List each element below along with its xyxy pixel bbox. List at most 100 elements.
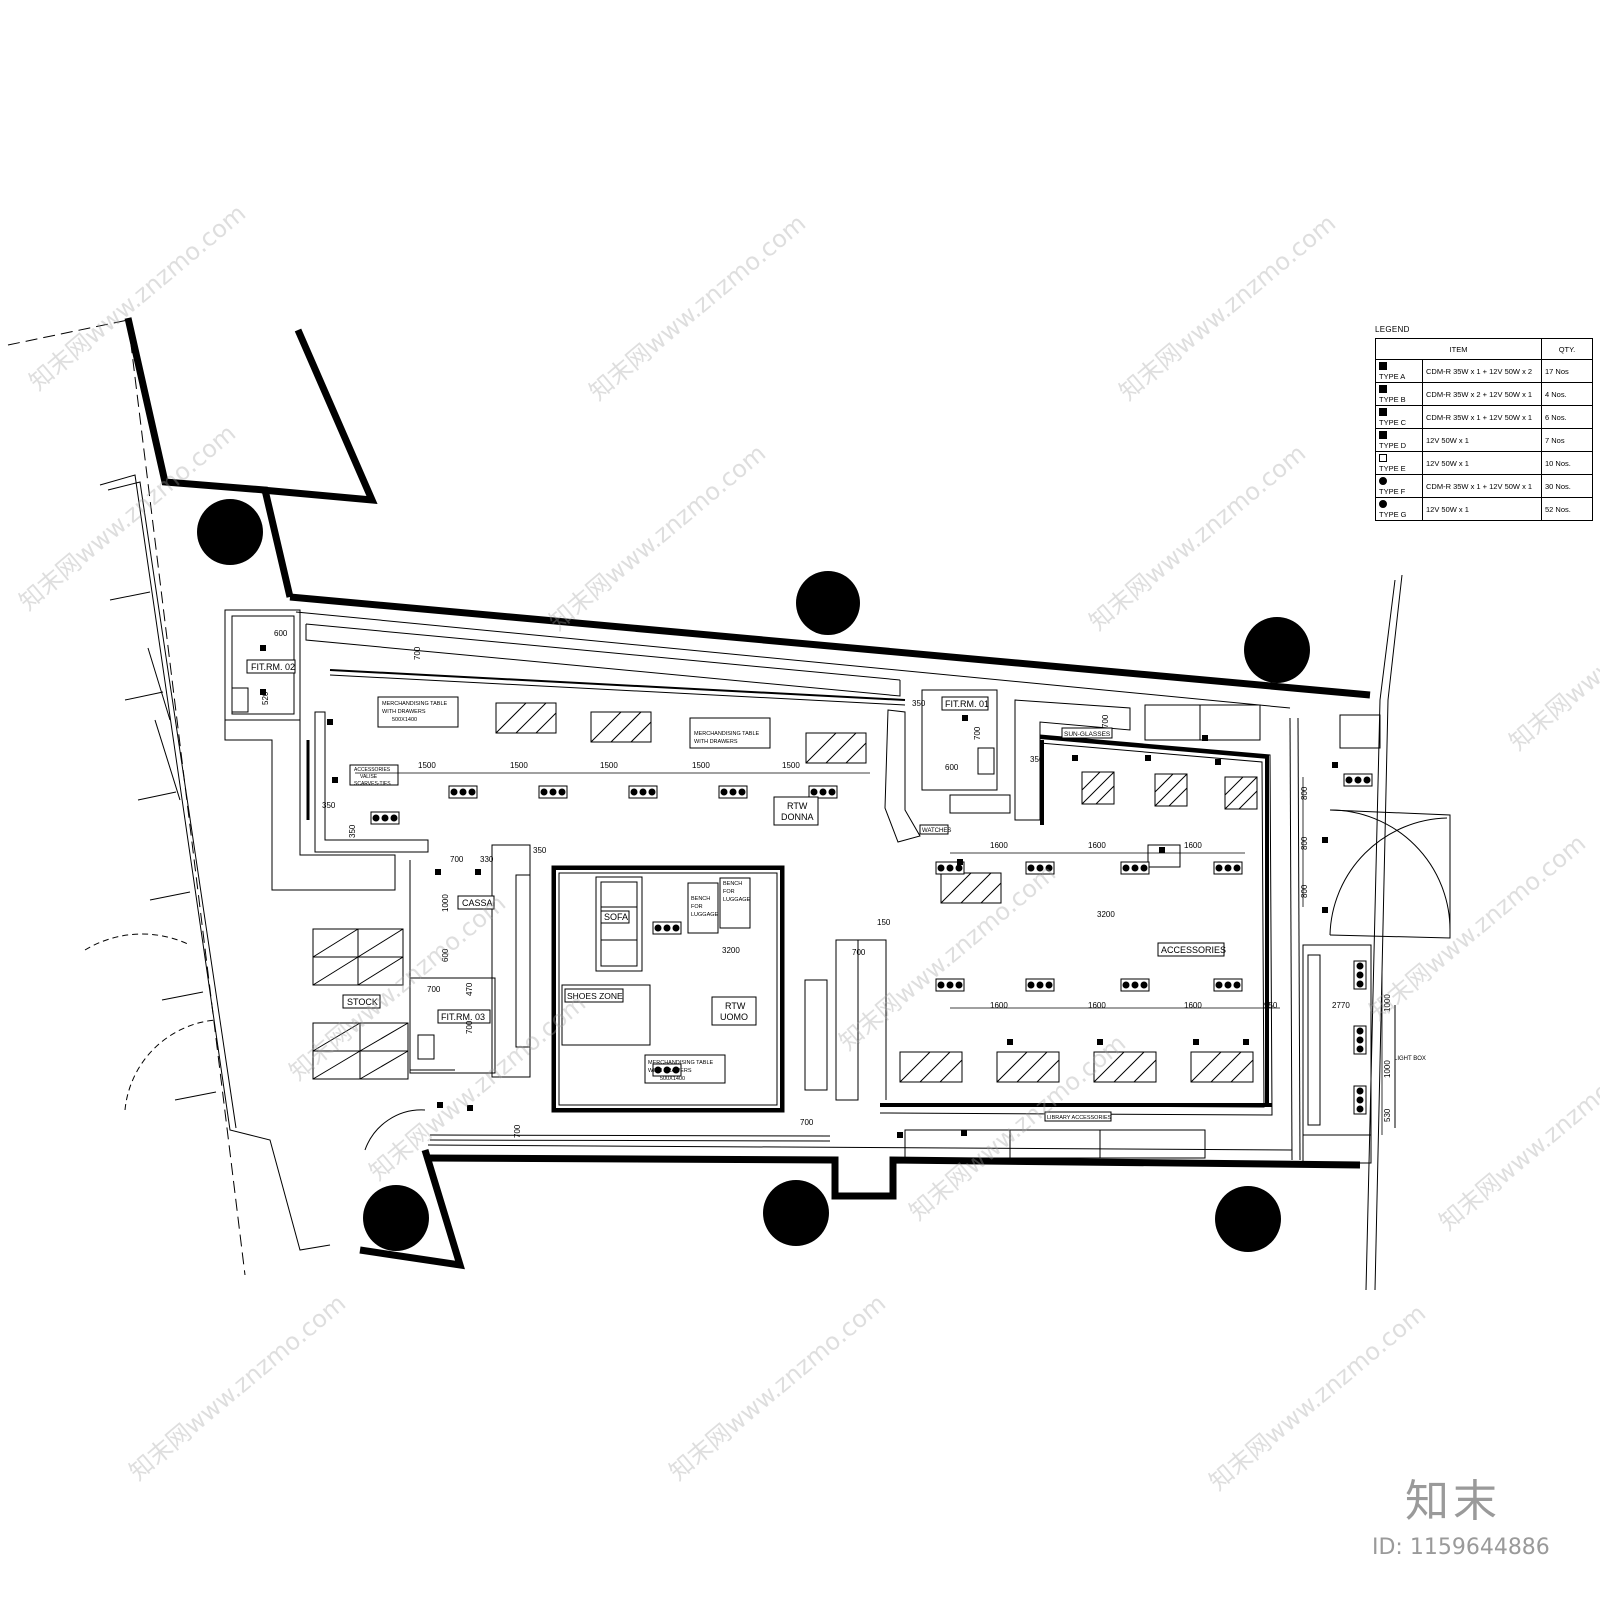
legend-type: TYPE C	[1375, 405, 1423, 429]
label-fit-rm-03: FIT.RM. 03	[441, 1012, 485, 1022]
fixture-type-a	[538, 785, 568, 799]
legend-type-label: TYPE C	[1379, 417, 1407, 427]
fixture-type-b	[1353, 1025, 1367, 1055]
sunglasses-counter	[1014, 699, 1131, 821]
column	[1215, 1186, 1281, 1252]
legend-type-label: TYPE B	[1379, 394, 1406, 404]
fixture-single	[1322, 907, 1328, 913]
dim-950: 950	[1264, 1001, 1278, 1010]
fitting-room-02-seat	[231, 687, 249, 713]
dim-1500-c: 1500	[600, 761, 618, 770]
interior-wall-top	[295, 611, 1291, 709]
exterior-wall-bottom	[424, 1154, 1361, 1200]
room-labels: FIT.RM. 02 FIT.RM. 01 FIT.RM. 03 CASSA S…	[246, 659, 1426, 1122]
exterior-wall-notch	[261, 328, 378, 505]
legend-type: TYPE D	[1375, 428, 1423, 452]
label-fit-rm-02: FIT.RM. 02	[251, 662, 295, 672]
accessories-table	[1154, 773, 1188, 807]
label-merch-table-c3: 500X1400	[660, 1076, 685, 1082]
label-merch-table-1: MERCHANDISING TABLE	[382, 701, 448, 707]
dim-600-c: 600	[441, 948, 450, 962]
fixture-single	[1145, 755, 1151, 761]
bottom-hanging-rail	[429, 1139, 831, 1142]
label-merch-table-2: WITH DRAWERS	[382, 709, 426, 715]
fixture-type-a	[935, 978, 965, 992]
dim-350-c: 350	[912, 699, 926, 708]
display-tables	[349, 696, 1258, 1084]
label-stock: STOCK	[347, 997, 378, 1007]
dim-700-f: 700	[465, 1020, 474, 1034]
dim-800-b: 800	[1300, 836, 1309, 850]
dim-700-c: 700	[1101, 714, 1110, 728]
entrance-block	[1302, 1134, 1372, 1164]
accessories-table	[495, 702, 557, 734]
fitting-room-03	[409, 977, 496, 1074]
dimension-lines	[355, 772, 1383, 1135]
fixture-symbol-icon	[1379, 476, 1387, 485]
shoes-zone-platform	[561, 984, 651, 1046]
lighting-fixtures	[260, 645, 1373, 1138]
exterior-wall-right-2	[1365, 579, 1396, 1291]
label-valise-2: VALISE	[360, 774, 378, 780]
accessories-table	[805, 732, 867, 764]
column	[796, 571, 860, 635]
legend-qty: 7 Nos	[1541, 428, 1593, 452]
dim-2770: 2770	[1332, 1001, 1350, 1010]
fixture-symbol-icon	[1379, 384, 1387, 393]
accessories-table	[940, 872, 1002, 904]
accessories-table	[1224, 776, 1258, 810]
dim-3200-a: 3200	[722, 946, 740, 955]
legend-item: CDM-R 35W x 2 + 12V 50W x 1	[1422, 382, 1542, 406]
legend-qty: 30 Nos.	[1541, 474, 1593, 498]
legend-item: CDM-R 35W x 1 + 12V 50W x 1	[1422, 405, 1542, 429]
dim-1500-d: 1500	[692, 761, 710, 770]
wall-hanging-rail-top	[305, 623, 906, 706]
fixture-type-a	[652, 1063, 682, 1077]
legend-type-label: TYPE A	[1379, 371, 1406, 381]
column	[1244, 617, 1310, 683]
dim-1000-b: 1000	[1383, 994, 1392, 1012]
watermark-id: ID: 1159644886	[1372, 1535, 1550, 1560]
fixture-type-a	[370, 811, 400, 825]
legend-type-label: TYPE F	[1379, 486, 1406, 496]
fitting-room-03-seat	[417, 1034, 435, 1060]
label-light-box: LIGHT BOX	[1394, 1056, 1426, 1062]
dim-330: 330	[480, 855, 494, 864]
dim-150: 150	[877, 918, 891, 927]
dim-700-d: 700	[450, 855, 464, 864]
dim-700-a: 700	[413, 646, 422, 660]
dim-350-d: 350	[1030, 755, 1044, 764]
label-bench-luggage-4: BENCH	[723, 881, 742, 887]
donna-wall-counter	[314, 711, 429, 853]
legend-item: 12V 50W x 1	[1422, 497, 1542, 521]
label-merch-table-b2: WITH DRAWERS	[694, 739, 738, 745]
fixture-single	[1202, 735, 1208, 741]
legend-type: TYPE B	[1375, 382, 1423, 406]
dim-1500-b: 1500	[510, 761, 528, 770]
dim-700-e: 700	[427, 985, 441, 994]
label-sun-glasses: SUN-GLASSES	[1064, 731, 1111, 738]
exterior-wall-top	[289, 593, 1371, 699]
dim-1600-b: 1600	[1088, 841, 1106, 850]
dim-1500-a: 1500	[418, 761, 436, 770]
dim-1600-c: 1600	[1184, 841, 1202, 850]
label-bench-luggage-1: BENCH	[691, 896, 710, 902]
fixture-type-a	[1120, 861, 1150, 875]
merchandising-table	[689, 717, 771, 749]
dark-rails	[552, 735, 1272, 1112]
fixture-type-a	[628, 785, 658, 799]
fixture-type-a	[652, 921, 682, 935]
fixture-single	[260, 689, 266, 695]
column	[763, 1180, 829, 1246]
accessories-table	[1081, 771, 1115, 805]
exterior-wall-bottom-left	[359, 1148, 465, 1270]
legend-qty: 10 Nos.	[1541, 451, 1593, 475]
legend-item: 12V 50W x 1	[1422, 428, 1542, 452]
bench-for-luggage-2	[719, 877, 751, 929]
